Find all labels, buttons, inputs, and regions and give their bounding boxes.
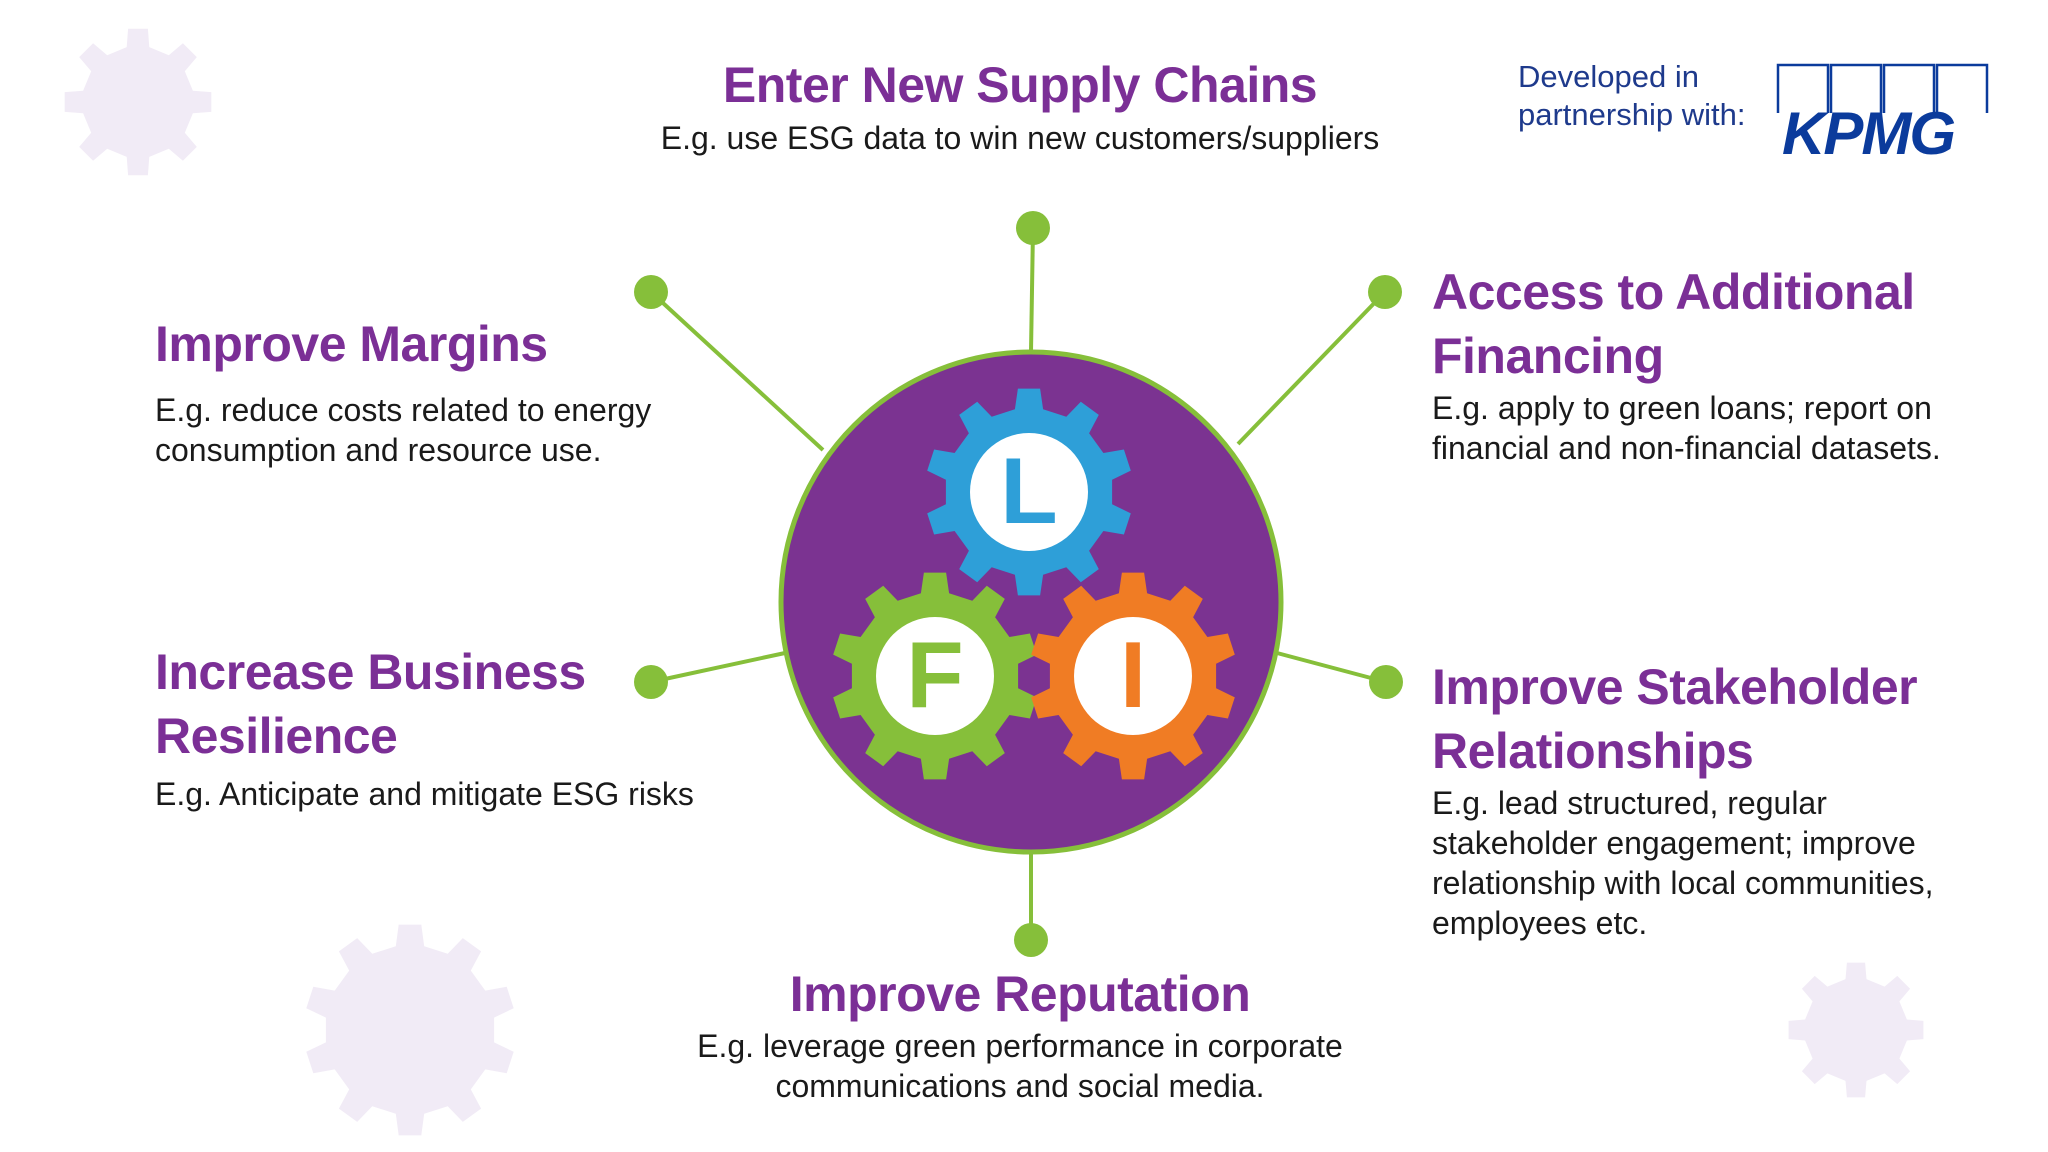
gear-center — [876, 617, 994, 735]
connector-line — [649, 290, 825, 452]
background-gear-icon — [306, 924, 514, 1136]
benefit-description: E.g. Anticipate and mitigate ESG risks — [155, 776, 694, 812]
connectors — [634, 211, 1403, 957]
center-gears: LF I — [833, 388, 1235, 780]
benefit-description: E.g. leverage green performance in corpo… — [697, 1028, 1343, 1104]
background-gears — [64, 28, 1924, 1136]
benefit-description: E.g. lead structured, regular stakeholde… — [1432, 785, 1934, 941]
benefit-stakeholder: Improve Stakeholder Relationships E.g. l… — [1432, 655, 1992, 943]
benefit-reputation: Improve Reputation E.g. leverage green p… — [620, 962, 1420, 1106]
benefit-title: Access to Additional Financing — [1432, 264, 1915, 384]
partner-credit: Developed in partnership with: KPMG — [1518, 58, 2018, 168]
gear-center — [970, 433, 1088, 551]
gear-center — [1074, 617, 1192, 735]
kpmg-logo-text: KPMG — [1782, 100, 1956, 167]
connector-line — [1029, 227, 1035, 353]
benefit-financing: Access to Additional Financing E.g. appl… — [1432, 260, 1992, 468]
connector-dot — [1369, 665, 1403, 699]
kpmg-logo-boxes — [1776, 63, 1989, 113]
connector-dot — [1016, 211, 1050, 245]
connector-dot — [634, 275, 668, 309]
benefit-title: Improve Margins — [155, 316, 548, 372]
connector-dot — [1368, 275, 1402, 309]
connector-line — [650, 651, 786, 684]
benefit-title: Improve Reputation — [789, 966, 1251, 1022]
benefit-title: Improve Stakeholder Relationships — [1432, 659, 1918, 779]
benefit-description: E.g. reduce costs related to energy cons… — [155, 392, 652, 468]
gear-letter: I — [1120, 622, 1146, 727]
benefit-supply-chains: Enter New Supply Chains E.g. use ESG dat… — [620, 54, 1420, 160]
connector-line — [1236, 290, 1387, 446]
connector-line — [1276, 651, 1387, 684]
benefit-title: Increase Business Resilience — [155, 644, 586, 764]
benefit-description: E.g. use ESG data to win new customers/s… — [660, 120, 1380, 156]
partner-text: Developed in partnership with: — [1518, 59, 1746, 132]
benefit-description: E.g. apply to green loans; report on fin… — [1432, 390, 1941, 466]
background-gear-icon — [1788, 962, 1924, 1098]
background-gear-icon — [64, 28, 212, 176]
benefit-margins: Improve Margins E.g. reduce costs relate… — [155, 312, 715, 470]
benefit-title: Enter New Supply Chains — [722, 57, 1318, 113]
gear-letter: F — [906, 622, 963, 727]
connector-dot — [634, 665, 668, 699]
gear-letter: L — [1000, 438, 1057, 543]
benefit-resilience: Increase Business Resilience E.g. Antici… — [155, 640, 695, 816]
connector-dot — [1014, 923, 1048, 957]
